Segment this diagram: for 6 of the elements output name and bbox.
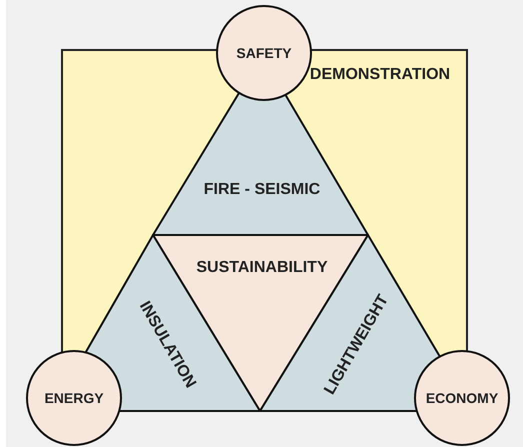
circle-node: ECONOMY: [414, 350, 510, 446]
panel-label: DEMONSTRATION: [310, 66, 450, 84]
circle-node: SAFETY: [216, 5, 312, 101]
circle-node: ENERGY: [26, 350, 122, 446]
panel-label: FIRE - SEISMIC: [204, 181, 320, 199]
panel-label: SUSTAINABILITY: [196, 259, 328, 277]
